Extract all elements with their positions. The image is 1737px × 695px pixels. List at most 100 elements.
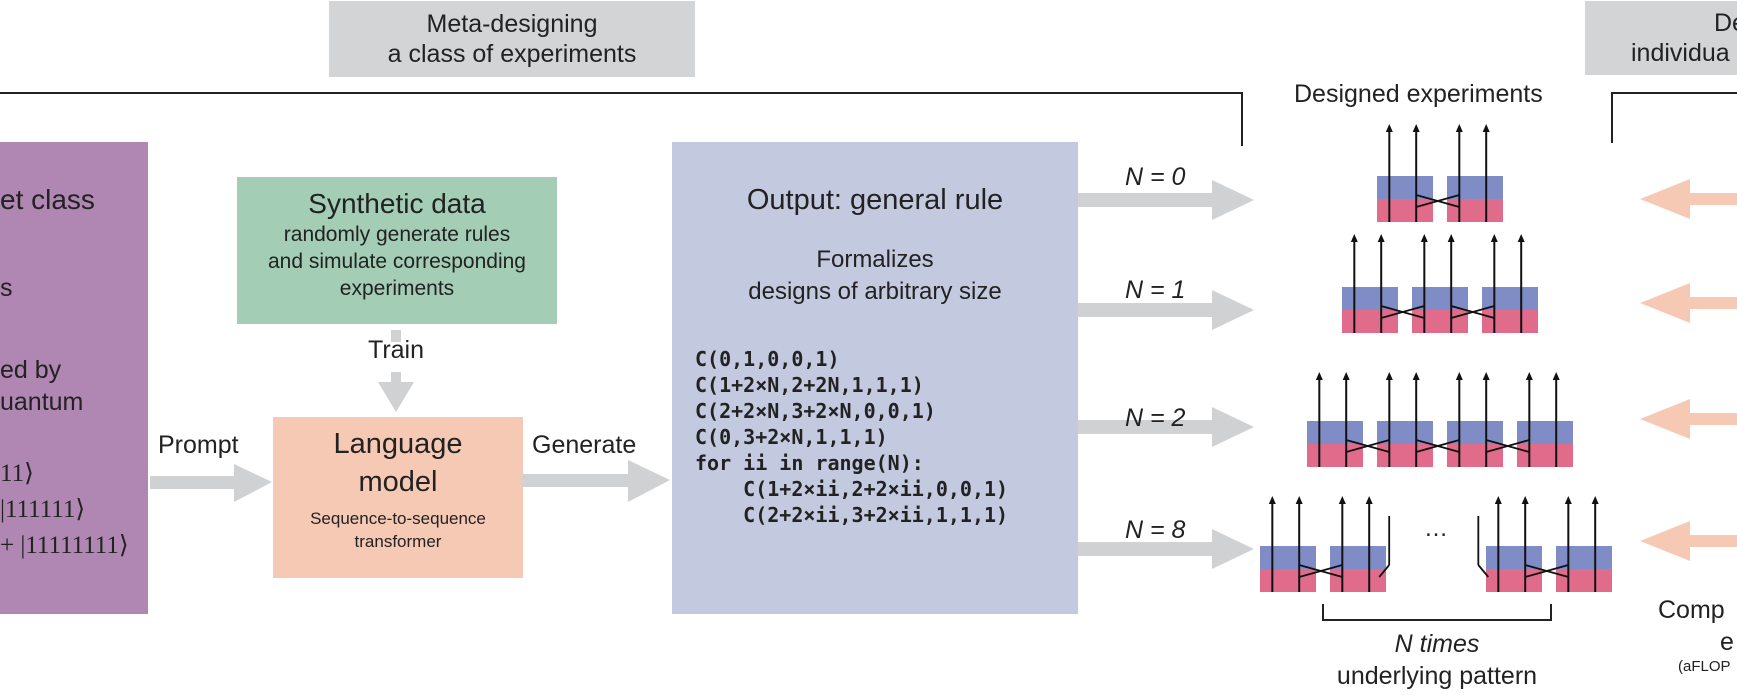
individual-design-banner: De individua bbox=[1585, 1, 1737, 75]
pink-block bbox=[1556, 569, 1612, 592]
blue-block bbox=[1482, 287, 1538, 310]
code-line: C(2+2×ii,3+2×ii,1,1,1) bbox=[695, 503, 1009, 527]
pink-block bbox=[1447, 444, 1503, 467]
n8-arrow-shaft bbox=[1078, 542, 1218, 556]
blue-block bbox=[1377, 421, 1433, 444]
peach-arrow-3-head bbox=[1640, 399, 1690, 439]
language-model-sub-line2: transformer bbox=[354, 532, 442, 551]
output-rule-box: Output: general rule Formalizes designs … bbox=[672, 142, 1078, 614]
pink-block bbox=[1412, 310, 1468, 333]
target-class-ket-3: + |11111111⟩ bbox=[0, 532, 129, 559]
language-model-box: Language model Sequence-to-sequence tran… bbox=[273, 417, 523, 578]
arrowhead bbox=[1295, 496, 1303, 504]
blue-block bbox=[1556, 546, 1612, 569]
n2-arrow-head bbox=[1212, 407, 1254, 447]
train-arrow bbox=[378, 330, 414, 412]
code-line: C(2+2×N,3+2×N,0,0,1) bbox=[695, 399, 936, 423]
arrowhead bbox=[1552, 372, 1560, 380]
synthetic-data-line1: randomly generate rules bbox=[283, 223, 511, 246]
arrowhead bbox=[1517, 234, 1525, 242]
code-line: for ii in range(N): bbox=[695, 451, 924, 475]
prompt-arrow bbox=[150, 464, 272, 502]
n1-arrow-head bbox=[1212, 290, 1254, 330]
arrowhead bbox=[1377, 234, 1385, 242]
arrowhead bbox=[1490, 234, 1498, 242]
prompt-arrow-head bbox=[234, 464, 272, 502]
n2-label: N = 2 bbox=[1125, 404, 1186, 432]
arrowhead bbox=[1494, 496, 1502, 504]
synthetic-data-title: Synthetic data bbox=[308, 188, 486, 219]
n-arrows bbox=[1078, 180, 1254, 569]
ellipsis-label: … bbox=[1424, 515, 1448, 542]
train-arrow-dash-1 bbox=[391, 330, 401, 342]
arrowhead bbox=[1385, 124, 1393, 132]
pink-block bbox=[1330, 569, 1386, 592]
n8-arrow-head bbox=[1212, 529, 1254, 569]
target-class-line-quantum: uantum bbox=[0, 388, 84, 416]
individual-design-banner-line1: De bbox=[1714, 9, 1737, 37]
meta-bracket bbox=[0, 92, 1243, 146]
arrowhead bbox=[1385, 372, 1393, 380]
synthetic-data-box: Synthetic data randomly generate rules a… bbox=[237, 177, 557, 324]
prompt-arrow-shaft bbox=[150, 476, 238, 489]
arrowhead bbox=[1350, 234, 1358, 242]
meta-design-banner-line2: a class of experiments bbox=[387, 40, 637, 68]
crossing-line bbox=[1415, 194, 1460, 208]
pink-block bbox=[1307, 444, 1363, 467]
crossing-line bbox=[1378, 564, 1390, 578]
arrowhead bbox=[1338, 496, 1346, 504]
arrowhead bbox=[1482, 372, 1490, 380]
generate-label: Generate bbox=[532, 431, 637, 459]
generate-arrow-head bbox=[628, 460, 670, 502]
blue-block bbox=[1342, 287, 1398, 310]
crossing-line bbox=[1524, 564, 1569, 578]
blue-block bbox=[1377, 176, 1433, 199]
generate-arrow bbox=[522, 460, 670, 502]
train-label: Train bbox=[367, 336, 425, 364]
synthetic-data-line2: and simulate corresponding bbox=[268, 250, 526, 273]
peach-arrow-4-head bbox=[1640, 521, 1690, 561]
pink-block bbox=[1447, 199, 1503, 222]
arrowhead bbox=[1412, 372, 1420, 380]
crossing-line bbox=[1298, 564, 1343, 578]
train-arrow-shaft bbox=[391, 372, 401, 386]
arrowhead bbox=[1525, 372, 1533, 380]
code-line: C(0,3+2×N,1,1,1) bbox=[695, 425, 888, 449]
n1-arrow-shaft bbox=[1078, 303, 1218, 317]
crossing-line bbox=[1477, 564, 1490, 578]
right-partial-line1: Comp bbox=[1658, 596, 1725, 624]
pink-block bbox=[1342, 310, 1398, 333]
blue-block bbox=[1330, 546, 1386, 569]
n2-arrow-shaft bbox=[1078, 420, 1218, 434]
n0-arrow-head bbox=[1212, 180, 1254, 220]
target-class-ket-1: 11⟩ bbox=[0, 460, 34, 487]
arrowhead bbox=[1365, 496, 1373, 504]
right-partial-line2: e bbox=[1720, 628, 1734, 656]
pink-block bbox=[1482, 310, 1538, 333]
pink-block bbox=[1377, 444, 1433, 467]
code-line: C(1+2×ii,2+2×ii,0,0,1) bbox=[695, 477, 1009, 501]
underlying-line2: underlying pattern bbox=[1336, 662, 1538, 690]
crossing-line bbox=[1485, 439, 1530, 453]
output-sub-line1: Formalizes bbox=[816, 246, 934, 273]
target-class-title: et class bbox=[0, 184, 95, 215]
pink-block bbox=[1377, 199, 1433, 222]
arrowhead bbox=[1315, 372, 1323, 380]
arrowhead bbox=[1447, 234, 1455, 242]
language-model-title-line2: model bbox=[358, 466, 438, 498]
output-title: Output: general rule bbox=[746, 184, 1004, 216]
arrowhead bbox=[1482, 124, 1490, 132]
n0-arrow-shaft bbox=[1078, 193, 1218, 207]
peach-arrow-4-shaft bbox=[1680, 535, 1737, 547]
n0-label: N = 0 bbox=[1125, 163, 1186, 191]
underlying-bracket bbox=[1322, 604, 1552, 621]
blue-block bbox=[1517, 421, 1573, 444]
n1-label: N = 1 bbox=[1125, 276, 1186, 304]
arrowhead bbox=[1564, 496, 1572, 504]
target-class-line-s: s bbox=[0, 274, 13, 302]
target-class-panel: et class s ed by uantum 11⟩ |111111⟩ + |… bbox=[0, 142, 148, 614]
crossing-line bbox=[1380, 305, 1425, 319]
language-model-sub-line1: Sequence-to-sequence bbox=[310, 509, 486, 528]
target-class-line-ed-by: ed by bbox=[0, 356, 62, 384]
n8-label: N = 8 bbox=[1125, 516, 1186, 544]
